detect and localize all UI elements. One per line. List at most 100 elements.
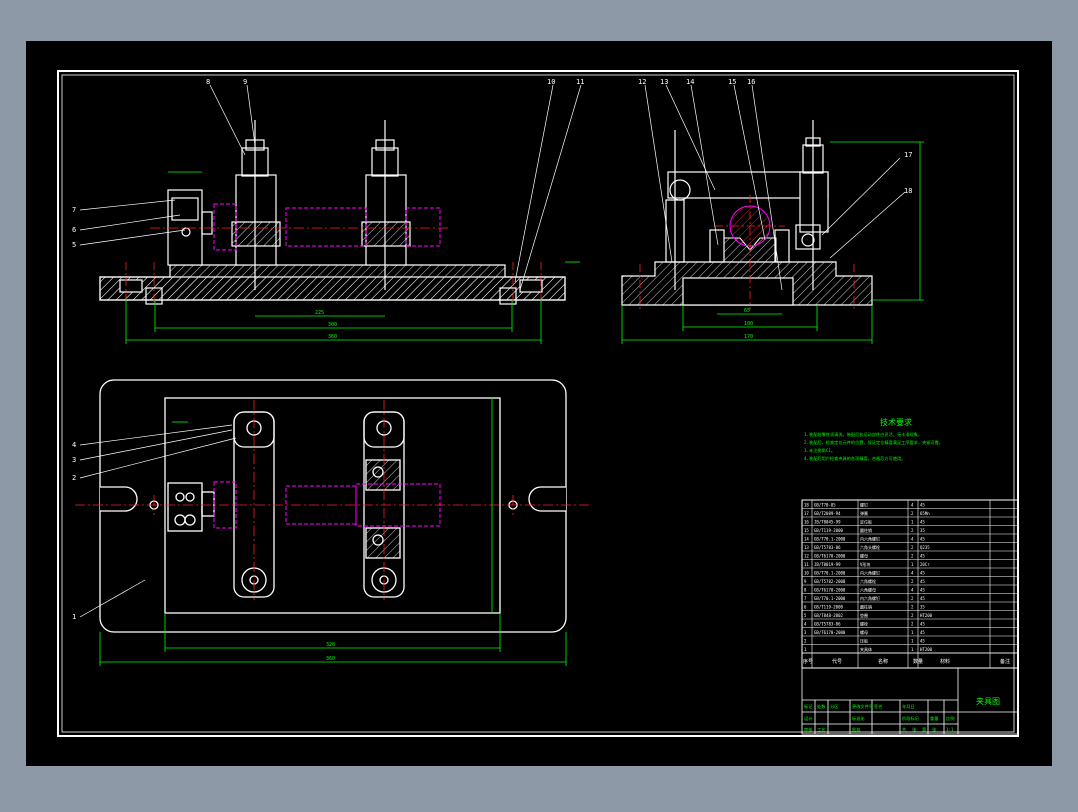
bom-cell: 18 — [804, 503, 809, 508]
side-view — [621, 120, 873, 306]
bom-cell: GB/T5783-86 — [814, 545, 841, 550]
bom-cell: GB/T119-2000 — [814, 528, 843, 533]
bom-cell: 35 — [920, 605, 925, 610]
tb-row2-2: 标准化 — [852, 715, 865, 722]
label-5: 5 — [72, 241, 76, 249]
label-13: 13 — [660, 78, 668, 86]
bom-header-note: 备注 — [1000, 658, 1010, 665]
bom-cell: 45 — [920, 579, 925, 584]
notes-line-1: 1.装配前零件须清洗，装配后各运动部件应灵活、无卡滞现象。 — [804, 431, 922, 438]
bom-cell: 内六角螺钉 — [860, 595, 880, 601]
bom-cell: 4 — [804, 622, 807, 627]
tb-row4-0: 工艺 — [817, 727, 825, 732]
bom-cell: 垫圈 — [860, 612, 868, 618]
bom-cell: 4 — [911, 503, 914, 508]
tb-row1-1: 处数 — [817, 703, 826, 710]
bom-cell: 7 — [804, 596, 807, 601]
side-dim-65: 65 — [744, 308, 750, 314]
technical-notes: 技术要求 1.装配前零件须清洗，装配后各运动部件应灵活、无卡滞现象。 2.装配后… — [804, 417, 943, 462]
tb-row4-2: 批准 — [852, 726, 860, 733]
label-4: 4 — [72, 441, 76, 449]
bom-header-code: 代号 — [832, 658, 842, 665]
bom-cell: 45 — [920, 537, 925, 542]
bom-cell: 4 — [911, 537, 914, 542]
bom-cell: 螺母 — [860, 629, 868, 635]
bom-cell: 2 — [911, 605, 914, 610]
label-9: 9 — [243, 78, 247, 86]
tb-row2-6: 比例 — [946, 715, 954, 722]
bom-cell: 六角螺栓 — [860, 578, 876, 584]
bom-cell: 2 — [911, 528, 914, 533]
label-6: 6 — [72, 226, 76, 234]
bom-cell: 6 — [804, 605, 807, 610]
bom-cell: 1 — [911, 647, 914, 652]
label-12: 12 — [638, 78, 646, 86]
bom-cell: 2 — [804, 639, 807, 644]
side-centerlines — [639, 195, 855, 310]
label-8: 8 — [206, 78, 210, 86]
top-dim-360: 360 — [326, 656, 335, 662]
label-17: 17 — [904, 151, 912, 159]
bom-cell: GB/T70.1-2000 — [814, 571, 846, 576]
bom-cell: GB/T6170-2000 — [814, 588, 846, 593]
drawing-name: 夹具图 — [976, 696, 1000, 706]
tb-row1-0: 标记 — [804, 703, 813, 710]
bom-cell: GB/T848-2002 — [814, 613, 843, 618]
bom-cell: 1 — [911, 562, 914, 567]
tb-row4-5: 张 — [912, 726, 917, 733]
side-dim-170: 170 — [744, 334, 753, 340]
bom-cell: 1 — [911, 520, 914, 525]
label-18: 18 — [904, 187, 912, 195]
tb-row4-4: 共 — [902, 726, 906, 733]
label-10: 10 — [547, 78, 555, 86]
title-block — [801, 667, 1019, 735]
label-1: 1 — [72, 613, 76, 621]
bom-cell: 4 — [911, 588, 914, 593]
side-dim-100: 100 — [744, 321, 753, 327]
label-15: 15 — [728, 78, 736, 86]
bom-cell: 1 — [804, 647, 807, 652]
bom-cell: 1 — [911, 630, 914, 635]
inner-frame — [61, 74, 1015, 733]
bom-cell: 螺钉 — [860, 502, 868, 508]
sheet — [26, 41, 1052, 766]
notes-title: 技术要求 — [880, 417, 912, 427]
front-dim-300: 300 — [328, 322, 337, 328]
bom-cell: 20Cr — [920, 562, 930, 567]
bom-cell: 内六角螺钉 — [860, 570, 880, 576]
bom-cell: 弹簧 — [860, 510, 868, 516]
top-dims — [99, 398, 567, 666]
front-view — [99, 120, 566, 305]
bom-header-name: 名称 — [878, 658, 888, 665]
bom-cell: 11 — [804, 562, 809, 567]
bom-cell: 夹具体 — [860, 646, 872, 652]
bom-cell: GB/T70.1-2000 — [814, 596, 846, 601]
side-dims — [621, 141, 924, 344]
bom-cell: GB/T70.1-2000 — [814, 537, 846, 542]
bom-cell: 10 — [804, 571, 809, 576]
front-leaders — [79, 84, 582, 291]
notes-line-4: 4.装配后用户检查夹具的各项精度，合格后方可使用。 — [804, 455, 905, 462]
notes-line-2: 2.装配后，检查定位元件的位置，保证定位精度满足工序要求，夹紧可靠。 — [804, 439, 943, 446]
bom-cell: 2 — [911, 554, 914, 559]
bom-cell: 45 — [920, 571, 925, 576]
tb-row4-7: 张 — [932, 726, 937, 733]
bom-cell: GB/T5783-86 — [814, 622, 841, 627]
bom-cell: 13 — [804, 545, 809, 550]
bom-cell: 45 — [920, 554, 925, 559]
bom-cell: HT200 — [920, 647, 933, 652]
bom-cell: 16 — [804, 520, 809, 525]
front-dim-225: 225 — [315, 310, 324, 316]
bom-header: 序号 代号 名称 数量 材料 备注 — [802, 652, 1018, 665]
tb-row2-0: 设计 — [804, 715, 812, 722]
bom-cell: 45 — [920, 622, 925, 627]
top-leaders — [79, 424, 237, 618]
label-7: 7 — [72, 206, 76, 214]
top-dim-320: 320 — [326, 642, 335, 648]
front-workpiece — [213, 203, 441, 251]
tb-row1-5: 年月日 — [902, 703, 915, 710]
bom-cell: 2 — [911, 511, 914, 516]
